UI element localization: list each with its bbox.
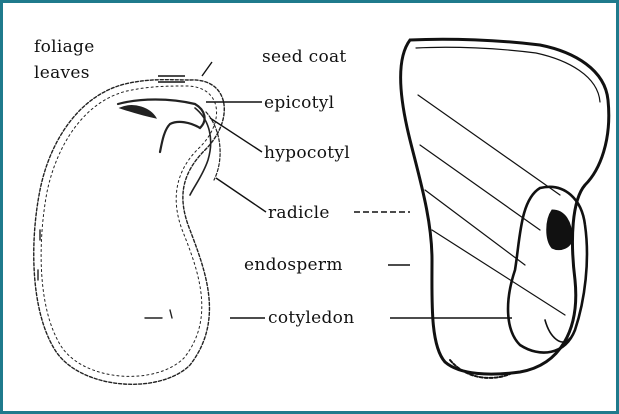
label-foliage: foliage — [34, 37, 95, 57]
bean-seed — [34, 80, 225, 385]
label-leaves: leaves — [34, 63, 90, 83]
corn-embryo-dark — [547, 210, 572, 250]
hypocotyl-shape — [190, 108, 211, 195]
label-hypocotyl: hypocotyl — [264, 143, 350, 163]
endosperm-hatching — [418, 95, 565, 315]
label-cotyledon: cotyledon — [268, 308, 354, 328]
label-radicle: radicle — [268, 203, 330, 223]
label-endosperm: endosperm — [244, 255, 343, 275]
foliage-leaf-shape — [120, 106, 156, 118]
corn-kernel — [401, 39, 609, 378]
radicle-leader — [216, 178, 266, 212]
label-epicotyl: epicotyl — [264, 93, 334, 113]
label-seed-coat: seed coat — [262, 47, 347, 67]
